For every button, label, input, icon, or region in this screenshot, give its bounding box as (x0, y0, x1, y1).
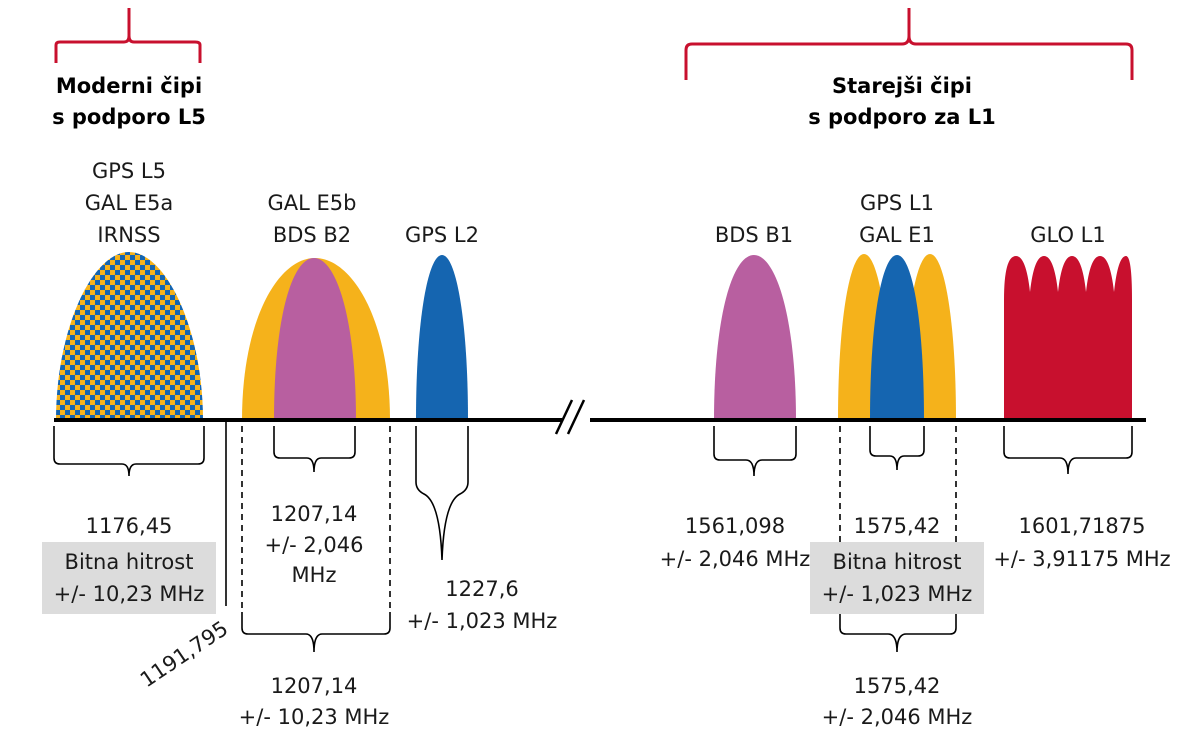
l2-center-frequency: 1227,6 (445, 577, 518, 601)
signal-label-irnss: IRNSS (97, 223, 160, 247)
axis-break-mark-2 (566, 399, 586, 435)
axis-break-mark-1 (554, 399, 574, 435)
l1-outer-brace (839, 612, 957, 653)
b1-bandwidth: +/- 2,046 MHz (660, 547, 811, 571)
gps-l2-spectrum (416, 255, 468, 420)
modern-chips-subtitle: s podporo L5 (52, 105, 206, 129)
l1-outer-bandwidth: +/- 2,046 MHz (822, 705, 973, 729)
glo-l1-spectrum (1004, 256, 1132, 420)
e5b-inner-brace (273, 426, 356, 473)
e5b-outer-brace (241, 612, 391, 653)
e5b-outer-center-frequency: 1207,14 (271, 674, 358, 698)
b1-center-frequency: 1561,098 (685, 514, 785, 538)
e5b-inner-unit: MHz (292, 563, 337, 587)
legacy-chips-bracket (684, 8, 1134, 80)
legacy-chips-subtitle: s podporo za L1 (808, 105, 996, 129)
l1-inner-bandwidth: +/- 1,023 MHz (822, 582, 973, 606)
bds-b2-spectrum (274, 258, 356, 420)
l2-bandwidth-brace (415, 426, 469, 561)
l1-inner-brace (869, 426, 925, 471)
signal-label-gal-e5a: GAL E5a (85, 191, 174, 215)
glo-center-frequency: 1601,71875 (1019, 514, 1146, 538)
signal-label-gps-l2: GPS L2 (405, 223, 479, 247)
l1-inner-center-frequency: 1575,42 (854, 514, 941, 538)
l1-bitrate-highlight (810, 542, 984, 614)
glo-bandwidth: +/- 3,91175 MHz (993, 547, 1170, 571)
l5-bitrate-label: Bitna hitrost (65, 550, 194, 574)
l1-outer-center-frequency: 1575,42 (854, 674, 941, 698)
modern-chips-title: Moderni čipi (56, 74, 202, 98)
legacy-chips-title: Starejši čipi (832, 74, 972, 98)
signal-label-gps-l1: GPS L1 (860, 191, 934, 215)
signal-label-gps-l5: GPS L5 (92, 159, 166, 183)
l5-center-frequency: 1176,45 (86, 514, 173, 538)
l2-bandwidth: +/- 1,023 MHz (407, 609, 558, 633)
l5-e5a-spectrum (56, 252, 203, 420)
l1-bitrate-label: Bitna hitrost (833, 550, 962, 574)
l5-bandwidth-brace (53, 426, 205, 477)
signal-label-gal-e1: GAL E1 (859, 223, 935, 247)
b1-bandwidth-brace (713, 426, 797, 477)
l5-bandwidth: +/- 10,23 MHz (54, 582, 205, 606)
boundary-frequency: 1191,795 (136, 616, 232, 692)
glo-bandwidth-brace (1003, 426, 1133, 475)
gps-l1-spectrum (870, 255, 924, 420)
signal-label-bds-b2: BDS B2 (273, 223, 351, 247)
bds-b1-spectrum (714, 255, 796, 420)
l5-bitrate-highlight (42, 542, 216, 614)
modern-chips-bracket (54, 8, 202, 63)
signal-label-gal-e5b: GAL E5b (268, 191, 357, 215)
signal-label-bds-b1: BDS B1 (715, 223, 793, 247)
e5b-inner-center-frequency: 1207,14 (271, 502, 358, 526)
e5b-outer-bandwidth: +/- 10,23 MHz (239, 705, 390, 729)
signal-label-glo-l1: GLO L1 (1030, 223, 1106, 247)
e5b-inner-bandwidth: +/- 2,046 (264, 533, 363, 557)
